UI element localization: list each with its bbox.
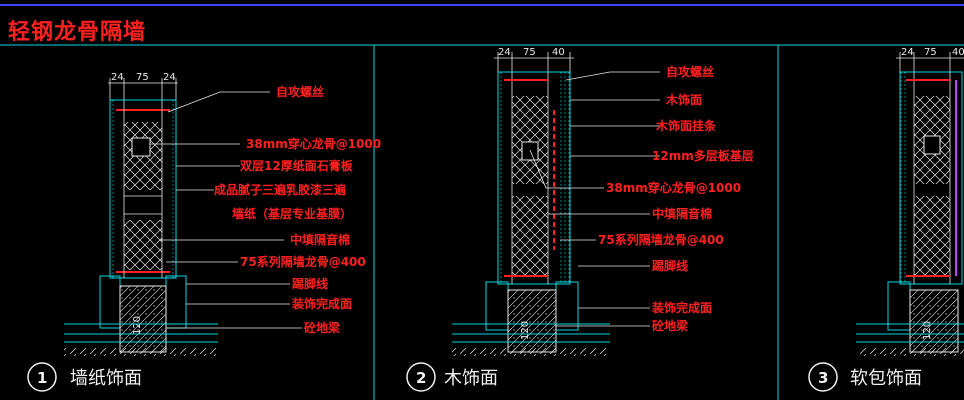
p2-label-skirting: 踢脚线 — [652, 258, 688, 273]
p2-caption: 木饰面 — [444, 368, 498, 389]
p3-caption-circle — [808, 362, 838, 392]
p3-dim-right: 40 — [952, 47, 964, 58]
p1-label-wallpaper: 墙纸（基层专业基膜） — [232, 206, 352, 221]
p1-label-insulation: 中填隔音棉 — [290, 232, 350, 247]
top-border-line — [0, 4, 964, 6]
p2-label-keel38: 38mm穿心龙骨@1000 — [606, 180, 741, 195]
panel-1-wallpaper-detail: 24 75 24 120 — [27, 72, 381, 392]
p2-base-dim: 120 — [520, 321, 531, 340]
p2-caption-circle — [406, 362, 436, 392]
p1-label-paint: 成品腻子三遍乳胶漆三遍 — [214, 182, 347, 197]
p1-label-skirting: 踢脚线 — [292, 276, 328, 291]
p3-base-dim: 120 — [922, 321, 933, 340]
p2-dim-right: 40 — [552, 47, 565, 58]
p3-dim-left: 24 — [901, 47, 914, 58]
p2-caption-number: 2 — [416, 369, 426, 387]
p1-dim-right: 24 — [163, 72, 176, 83]
p2-label-beam: 砼地梁 — [652, 318, 688, 333]
p1-label-keel75: 75系列隔墙龙骨@400 — [240, 254, 366, 269]
p1-label-screw: 自攻螺丝 — [276, 84, 324, 99]
p1-base-dim: 120 — [132, 316, 143, 335]
p2-label-hanger: 木饰面挂条 — [655, 118, 717, 133]
p1-dim-left: 24 — [111, 72, 124, 83]
p1-label-beam: 砼地梁 — [304, 320, 340, 335]
p1-label-gypsum: 双层12厚纸面石膏板 — [240, 158, 354, 173]
p3-dim-mid: 75 — [924, 47, 937, 58]
p1-caption-number: 1 — [37, 369, 47, 387]
panel-3-soft-pack-detail: 24 75 40 120 3 软包饰面 — [808, 47, 964, 392]
p1-label-keel38: 38mm穿心龙骨@1000 — [246, 136, 381, 151]
p2-label-veneer: 木饰面 — [665, 92, 702, 107]
p2-dim-mid: 75 — [523, 47, 536, 58]
p3-caption: 软包饰面 — [850, 368, 922, 389]
p2-label-finish: 装饰完成面 — [651, 300, 712, 315]
p2-label-keel75: 75系列隔墙龙骨@400 — [598, 232, 724, 247]
p2-label-screw: 自攻螺丝 — [666, 64, 714, 79]
p1-caption: 墙纸饰面 — [70, 368, 142, 389]
drawing-title: 轻钢龙骨隔墙 — [8, 20, 147, 45]
p3-caption-number: 3 — [818, 369, 828, 387]
panel-2-wood-veneer-detail: 24 75 40 120 — [406, 47, 754, 392]
p1-label-finish: 装饰完成面 — [291, 296, 352, 311]
p2-dim-left: 24 — [498, 47, 511, 58]
p2-label-insulation: 中填隔音棉 — [652, 206, 712, 221]
p1-caption-circle — [27, 362, 57, 392]
p2-label-plywood: 12mm多层板基层 — [652, 148, 754, 163]
p1-dim-mid: 75 — [136, 72, 149, 83]
